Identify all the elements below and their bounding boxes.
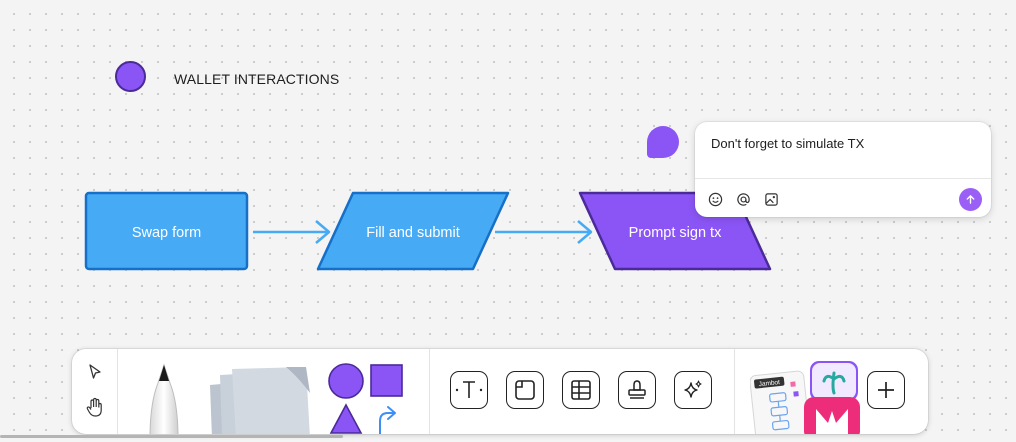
section-title[interactable]: WALLET INTERACTIONS	[174, 71, 340, 87]
sticky-note-icon[interactable]	[202, 363, 314, 434]
flow-node-label: Swap form	[132, 225, 201, 241]
stamp-icon[interactable]	[618, 371, 656, 409]
connector-arrow-1[interactable]	[253, 220, 331, 244]
toolbar-divider	[429, 349, 430, 434]
comment-box[interactable]: Don't forget to simulate TX	[695, 122, 991, 217]
send-icon[interactable]	[959, 188, 982, 211]
shapes-icon[interactable]	[327, 363, 407, 434]
toolbar-divider	[117, 349, 118, 434]
comment-input[interactable]: Don't forget to simulate TX	[711, 136, 865, 151]
plus-icon[interactable]	[867, 371, 905, 409]
flow-node-swap-form[interactable]: Swap form	[84, 191, 249, 271]
table-icon[interactable]	[562, 371, 600, 409]
mention-icon[interactable]	[734, 190, 752, 208]
flow-node-fill-and-submit[interactable]: Fill and submit	[316, 191, 510, 271]
image-icon[interactable]	[762, 190, 780, 208]
jambot-label: Jambot	[758, 379, 780, 388]
horizontal-scrollbar[interactable]	[0, 435, 343, 438]
hand-icon[interactable]	[85, 397, 107, 419]
toolbar-divider	[734, 349, 735, 434]
flow-node-label: Prompt sign tx	[629, 225, 722, 241]
text-icon[interactable]	[450, 371, 488, 409]
bottom-toolbar: Jambot	[72, 349, 928, 434]
ai-sparkle-icon[interactable]	[674, 371, 712, 409]
section-icon[interactable]	[506, 371, 544, 409]
section-color-dot[interactable]	[115, 61, 146, 92]
flow-node-label: Fill and submit	[366, 225, 459, 241]
widget-icon[interactable]	[802, 357, 864, 434]
move-icon[interactable]	[86, 363, 106, 383]
pen-icon[interactable]	[142, 363, 186, 434]
emoji-icon[interactable]	[706, 190, 724, 208]
comment-divider	[695, 178, 991, 179]
jambot-icon[interactable]: Jambot	[749, 359, 812, 434]
connector-arrow-2[interactable]	[495, 220, 593, 244]
comment-avatar-pin[interactable]	[647, 126, 679, 158]
